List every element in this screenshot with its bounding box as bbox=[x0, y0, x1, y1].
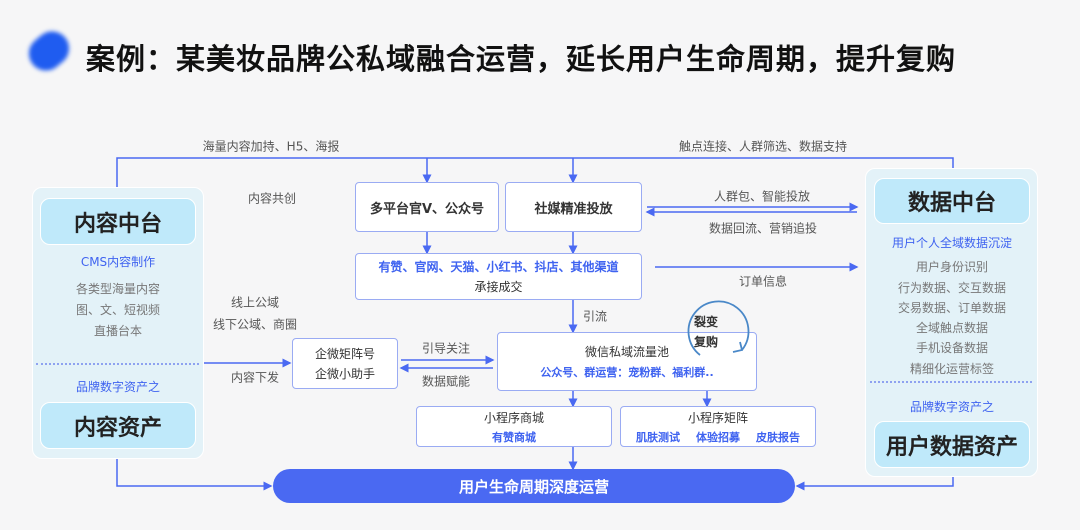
mini-program-mall-box: 小程序商城 有赞商城 bbox=[416, 406, 612, 447]
asset-caption: 品牌数字资产之 bbox=[909, 400, 995, 414]
divider bbox=[36, 363, 199, 365]
content-platform-header: 内容中台 bbox=[40, 198, 196, 245]
content-item: 图、文、短视频 bbox=[75, 303, 161, 317]
label-co-create: 内容共创 bbox=[247, 191, 297, 206]
wecom-box: 企微矩阵号 企微小助手 bbox=[292, 338, 398, 389]
label-guide: 引导关注 bbox=[421, 341, 471, 356]
divider bbox=[870, 381, 1032, 383]
label-empower: 数据赋能 bbox=[421, 374, 471, 389]
social-ads-box: 社媒精准投放 bbox=[505, 182, 642, 232]
top-label-left: 海量内容加持、H5、海报 bbox=[202, 139, 340, 154]
content-item: 直播台本 bbox=[93, 324, 143, 338]
label-order: 订单信息 bbox=[738, 274, 788, 289]
official-accounts-box: 多平台官V、公众号 bbox=[355, 182, 499, 232]
data-item: 交易数据、订单数据 bbox=[897, 301, 1007, 315]
data-item: 精细化运营标签 bbox=[909, 362, 995, 376]
label-distribute: 内容下发 bbox=[230, 370, 280, 385]
asset-caption: 品牌数字资产之 bbox=[75, 380, 161, 394]
fission-label: 裂变 复购 bbox=[693, 315, 719, 349]
label-traffic: 引流 bbox=[582, 309, 608, 324]
top-line bbox=[116, 157, 954, 187]
content-item: 各类型海量内容 bbox=[75, 282, 161, 296]
top-label-right: 触点连接、人群筛选、数据支持 bbox=[678, 139, 848, 154]
channels-box: 有赞、官网、天猫、小红书、抖店、其他渠道 承接成交 bbox=[355, 253, 642, 300]
wechat-private-pool-box: 微信私域流量池 公众号、群运营：宠粉群、福利群.. bbox=[497, 332, 757, 391]
label-online: 线上公域 bbox=[230, 295, 280, 310]
data-item: 全域触点数据 bbox=[915, 321, 989, 335]
data-item: 手机设备数据 bbox=[915, 341, 989, 355]
label-offline: 线下公域、商圈 bbox=[212, 317, 298, 332]
page-title: 案例：某美妆品牌公私域融合运营，延长用户生命周期，提升复购 bbox=[86, 42, 957, 76]
right-bottom-line bbox=[795, 475, 954, 491]
data-platform-header: 数据中台 bbox=[874, 178, 1030, 224]
content-subtitle: CMS内容制作 bbox=[80, 255, 156, 269]
data-platform-panel: 数据中台 用户个人全域数据沉淀 用户身份识别 行为数据、交互数据 交易数据、订单… bbox=[865, 168, 1038, 477]
left-bottom-line bbox=[116, 457, 273, 491]
lifecycle-operation-bar: 用户生命周期深度运营 bbox=[273, 469, 795, 503]
data-subtitle: 用户个人全域数据沉淀 bbox=[891, 236, 1013, 250]
label-backflow: 数据回流、营销追投 bbox=[708, 221, 818, 236]
content-platform-panel: 内容中台 CMS内容制作 各类型海量内容 图、文、短视频 直播台本 品牌数字资产… bbox=[32, 187, 204, 459]
mini-program-matrix-box: 小程序矩阵 肌肤测试 体验招募 皮肤报告 bbox=[620, 406, 816, 447]
data-item: 用户身份识别 bbox=[915, 260, 989, 274]
data-item: 行为数据、交互数据 bbox=[897, 281, 1007, 295]
user-data-asset-title: 用户数据资产 bbox=[874, 421, 1030, 468]
label-crowd: 人群包、智能投放 bbox=[713, 189, 811, 204]
content-asset-title: 内容资产 bbox=[40, 402, 196, 449]
